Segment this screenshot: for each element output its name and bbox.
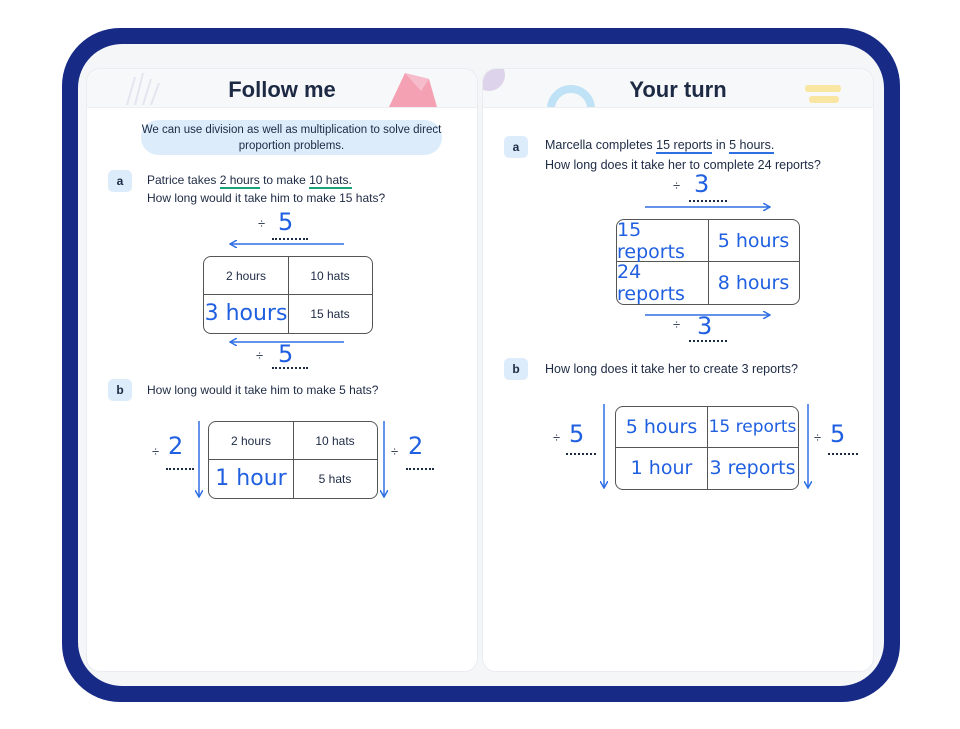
- handwritten-divisor: 3: [694, 170, 710, 198]
- answer-dotted-line: [566, 453, 596, 455]
- handwritten-answer: 15 reports: [708, 417, 797, 437]
- handwritten-answer: 8 hours: [717, 271, 790, 294]
- gem-decoration: [389, 73, 437, 107]
- handwritten-answer: 3 reports: [709, 457, 796, 479]
- question-b-text: How long does it take her to create 3 re…: [545, 362, 798, 376]
- handwritten-answer: 15 reports: [617, 219, 685, 263]
- ratio-table-b: 2 hours 10 hats 1 hour 5 hats: [208, 421, 378, 499]
- answer-dotted-line: [272, 367, 308, 369]
- ratio-table-b: 5 hours 15 reports 1 hour 3 reports: [615, 406, 799, 490]
- division-sign: ÷: [258, 216, 266, 231]
- handwritten-answer: 1 hour: [215, 466, 287, 491]
- ring-decoration: [547, 85, 595, 107]
- handwritten-answer: 5 hours: [625, 416, 698, 438]
- question-badge-b: b: [108, 379, 132, 401]
- division-sign: ÷: [152, 444, 160, 459]
- division-sign: ÷: [673, 317, 681, 332]
- answer-dotted-line: [689, 340, 727, 342]
- panel-header: Your turn: [483, 69, 873, 108]
- division-sign: ÷: [553, 430, 561, 445]
- ratio-table-a: 2 hours 10 hats 3 hours 15 hats: [203, 256, 373, 334]
- table-cell: 10 hats: [310, 268, 350, 283]
- table-cell: 2 hours: [225, 268, 267, 283]
- question-badge-b: b: [504, 358, 528, 380]
- handwritten-divisor: 2: [408, 432, 424, 460]
- panel-title: Follow me: [228, 77, 336, 102]
- answer-dotted-line: [272, 238, 308, 240]
- handwritten-answer: 5 hours: [717, 229, 790, 252]
- info-callout: We can use division as well as multiplic…: [141, 120, 442, 155]
- handwritten-divisor: 2: [168, 432, 184, 460]
- answer-dotted-line: [166, 468, 194, 470]
- follow-me-panel: Follow me: [86, 68, 478, 672]
- handwritten-divisor: 3: [697, 312, 713, 340]
- your-turn-panel: Your turn: [482, 68, 874, 672]
- division-sign: ÷: [391, 444, 399, 459]
- table-cell: 15 hats: [310, 306, 350, 321]
- handwritten-answer: 24 reports: [617, 260, 685, 305]
- answer-dotted-line: [689, 200, 727, 202]
- handwritten-divisor: 5: [278, 340, 294, 368]
- answer-dotted-line: [828, 453, 858, 455]
- panel-header: Follow me: [87, 69, 477, 108]
- bars-decoration: [805, 85, 841, 103]
- division-sign: ÷: [673, 178, 681, 193]
- handwritten-divisor: 5: [569, 420, 585, 448]
- question-b-text: How long would it take him to make 5 hat…: [147, 383, 379, 397]
- table-cell: 5 hats: [318, 471, 352, 486]
- ratio-table-a: 15 reports 5 hours 24 reports 8 hours: [616, 219, 800, 305]
- question-a-text: Marcella completes 15 reports in 5 hours…: [545, 138, 821, 172]
- question-badge-a: a: [108, 170, 132, 192]
- table-cell: 10 hats: [315, 433, 355, 448]
- division-sign: ÷: [814, 430, 822, 445]
- question-a-text: Patrice takes 2 hours to make 10 hats. H…: [147, 173, 386, 205]
- handwritten-answer: 3 hours: [204, 301, 288, 326]
- panel-title: Your turn: [629, 77, 727, 102]
- division-sign: ÷: [256, 348, 264, 363]
- handwritten-divisor: 5: [278, 208, 294, 236]
- stripes-decoration: [126, 72, 160, 106]
- handwritten-divisor: 5: [830, 420, 846, 448]
- handwritten-answer: 1 hour: [630, 457, 693, 479]
- table-cell: 2 hours: [230, 433, 272, 448]
- circle-decoration: [483, 69, 505, 91]
- answer-dotted-line: [406, 468, 434, 470]
- question-badge-a: a: [504, 136, 528, 158]
